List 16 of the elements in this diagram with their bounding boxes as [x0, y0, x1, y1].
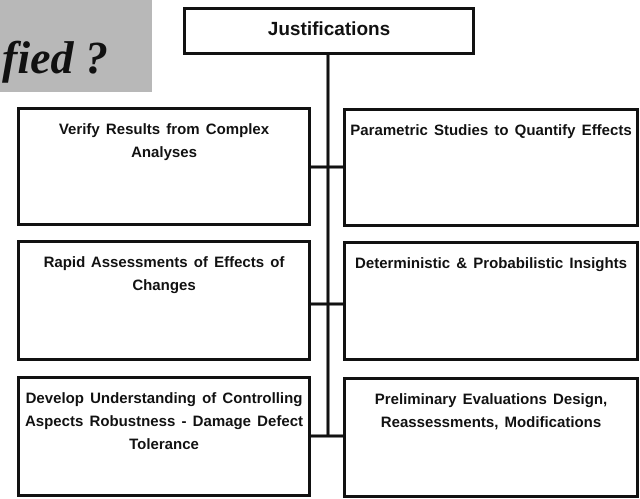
- category-box: [343, 241, 639, 361]
- box-text: Preliminary Evaluations Design, Reassessments, Modifications: [374, 390, 608, 433]
- box-text: Develop Understanding of Controlling Aspects Robustness - Damage Defect Tolerance: [24, 389, 304, 455]
- category-box: [343, 108, 639, 227]
- box-text: Rapid Assessments of Effects of Changes: [42, 253, 286, 296]
- box-text: Verify Results from Complex Analyses: [58, 120, 270, 163]
- root-box: [183, 7, 475, 55]
- box-text: Parametric Studies to Quantify Effects: [349, 121, 633, 141]
- box-text: Deterministic & Probabilistic Insights: [354, 254, 628, 274]
- connector-line: [326, 55, 343, 438]
- title-fragment: fied ?: [2, 31, 108, 85]
- category-box: [17, 107, 311, 226]
- category-box: [17, 240, 311, 361]
- category-box: [343, 377, 639, 498]
- category-box: [17, 376, 311, 497]
- box-title: Justifications: [266, 18, 392, 42]
